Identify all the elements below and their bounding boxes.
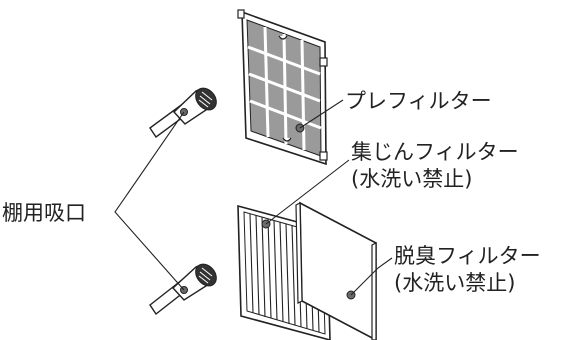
- label-dust-filter-line2: (水洗い禁止): [351, 167, 473, 191]
- label-pre-filter: プレフィルター: [345, 89, 492, 113]
- label-dust-filter-line1: 集じんフィルター: [351, 140, 519, 164]
- upper-brush-nozzle: [149, 87, 217, 138]
- lower-brush-nozzle: [149, 263, 217, 316]
- pre-filter-illustration: [237, 9, 328, 166]
- deodor-filter-illustration: [295, 201, 377, 340]
- label-deodor-filter-line1: 脱臭フィルター: [394, 244, 541, 268]
- label-deodor-filter-line2: (水洗い禁止): [394, 271, 516, 295]
- leader-lines: [114, 99, 393, 296]
- leader-nozzle: [114, 111, 185, 291]
- leader-deodor-filter: [350, 257, 393, 296]
- label-brush-nozzle: 棚用吸口: [2, 201, 86, 225]
- leader-pre-filter: [299, 99, 344, 129]
- leader-dust-filter: [265, 159, 350, 225]
